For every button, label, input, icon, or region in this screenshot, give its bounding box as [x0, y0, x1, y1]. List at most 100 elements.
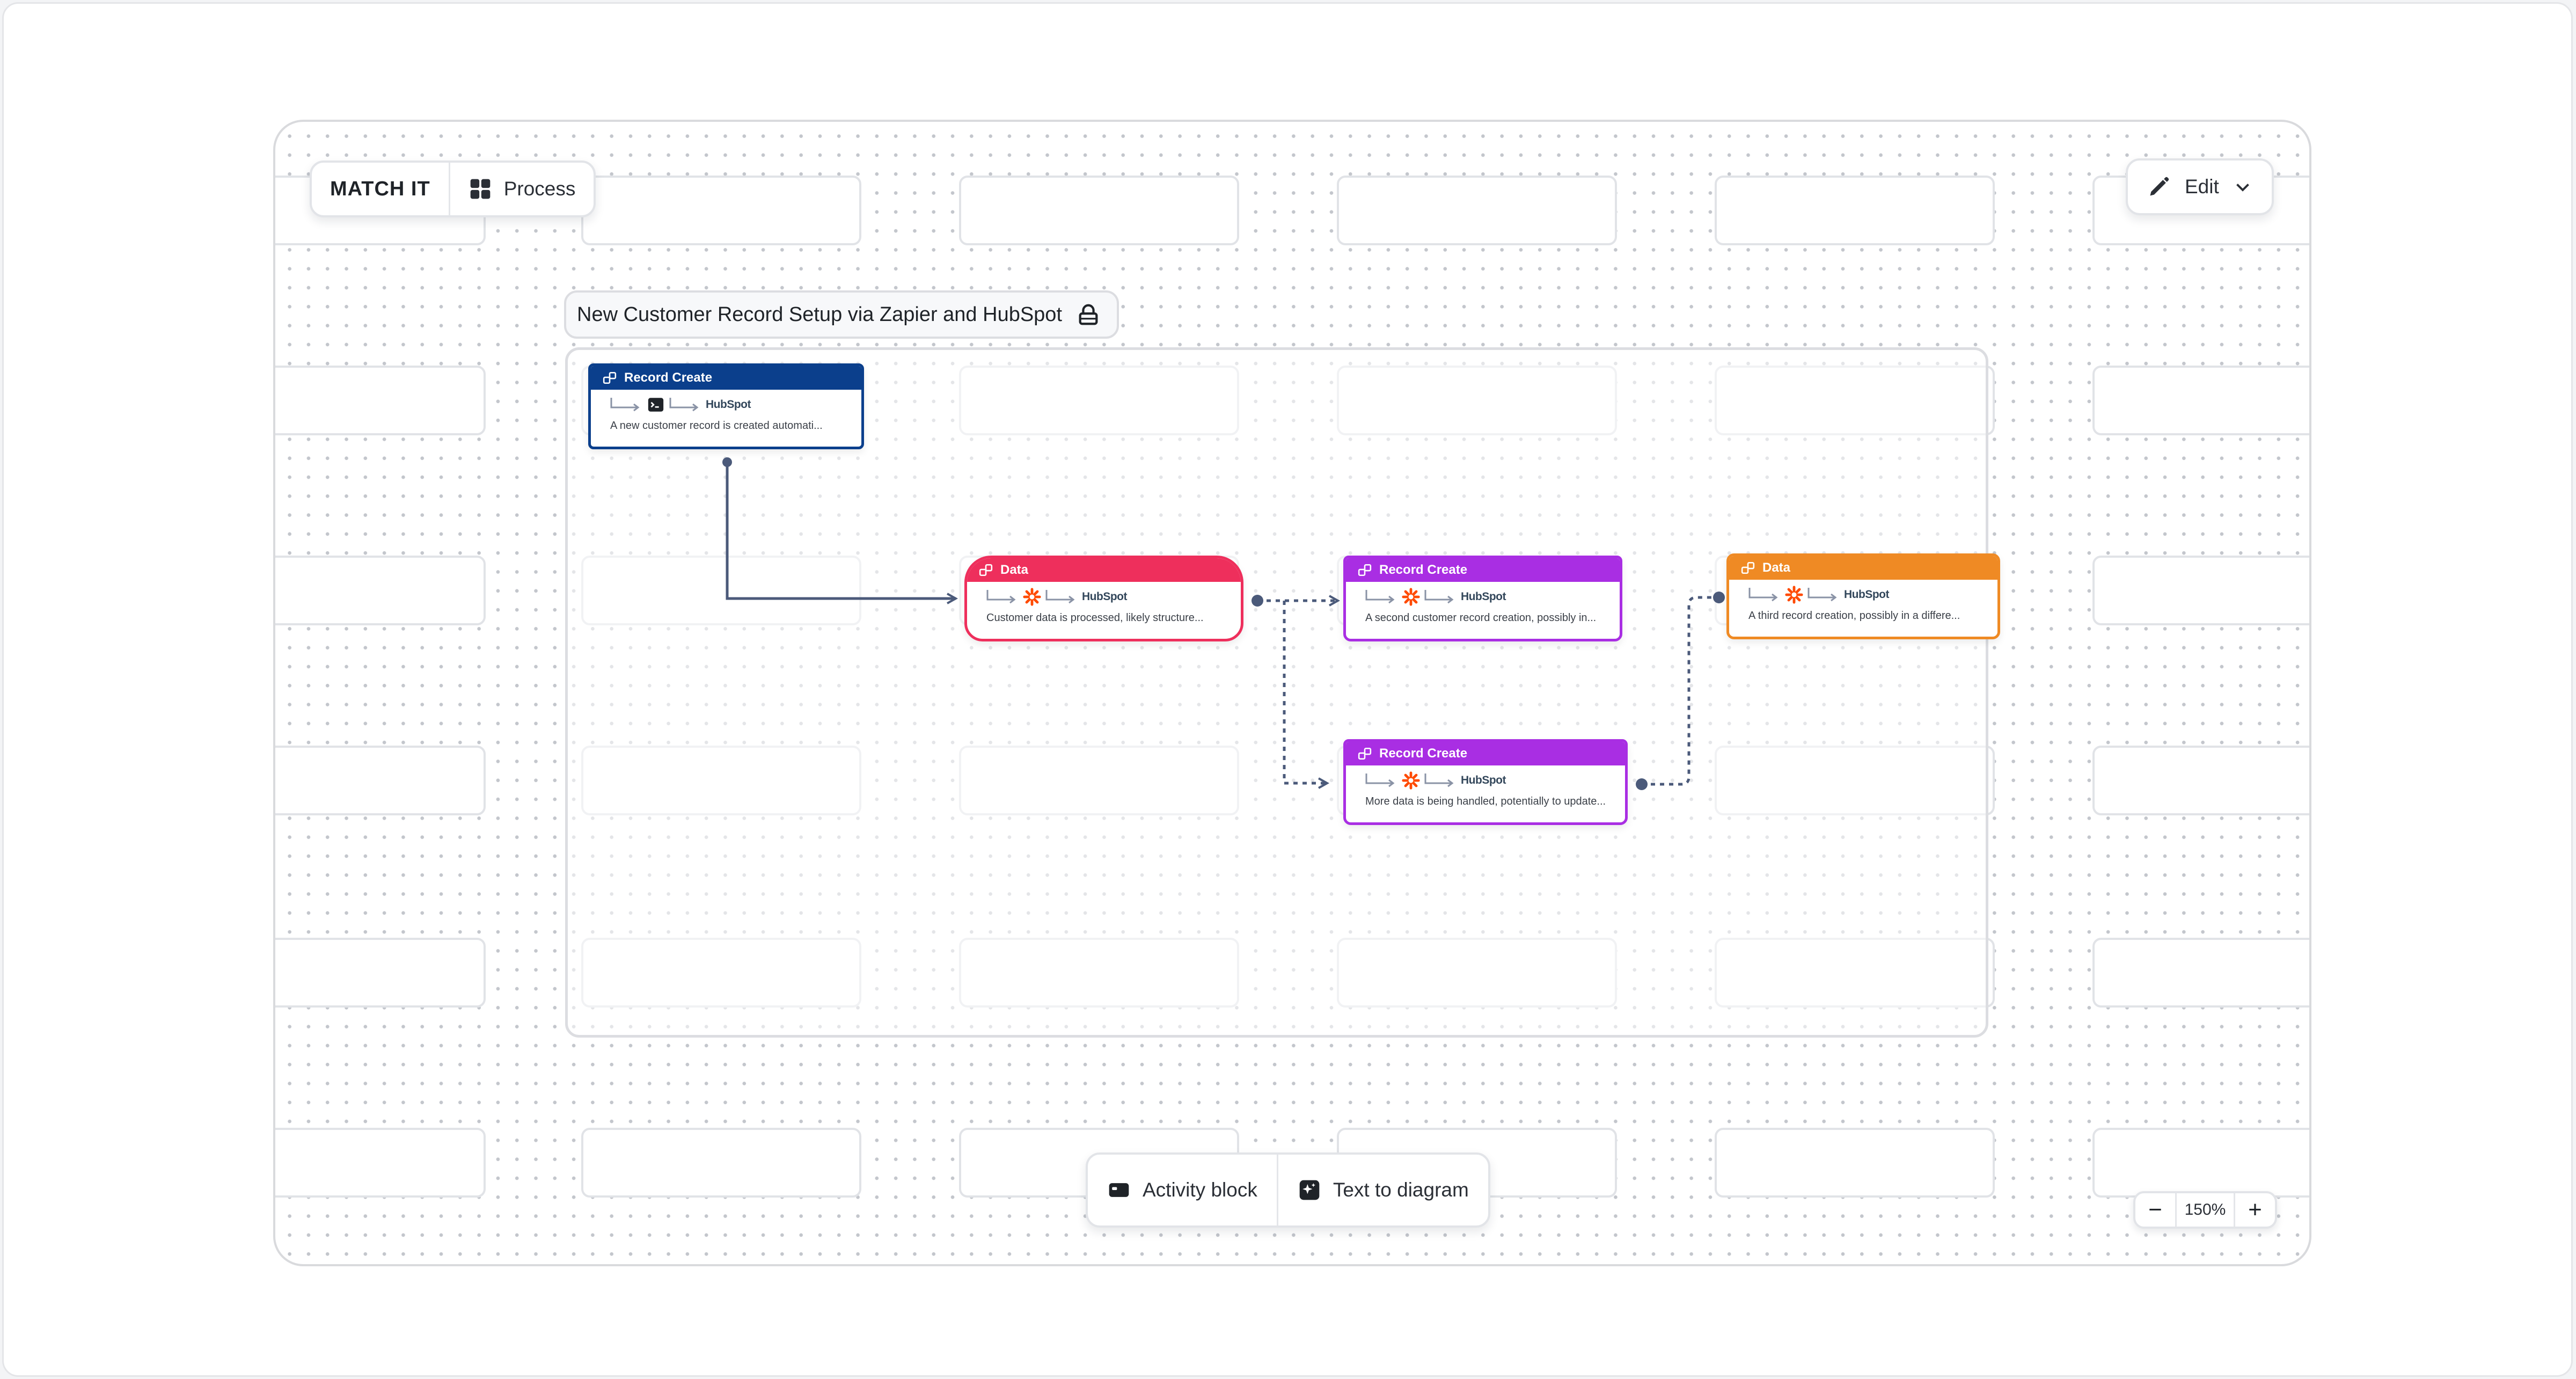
node-description: A third record creation, possibly in a d…: [1748, 610, 1960, 622]
node-description: Customer data is processed, likely struc…: [986, 612, 1204, 624]
zoom-level: 150%: [2175, 1193, 2235, 1227]
hubspot-logo: HubSpot: [1461, 590, 1506, 603]
terminal-icon: [648, 398, 664, 412]
brand-button[interactable]: MATCH IT: [312, 163, 449, 215]
edge-n1-n2: [726, 462, 956, 599]
group-title-text: New Customer Record Setup via Zapier and…: [577, 303, 1063, 326]
flow-arrow-icon: [1424, 590, 1454, 604]
link-icon: [1358, 747, 1372, 760]
chevron-down-icon: [2236, 184, 2249, 192]
text-to-diagram-button[interactable]: Text to diagram: [1278, 1155, 1488, 1225]
node-header: Record Create: [1346, 742, 1625, 765]
placeholder-slot[interactable]: [1337, 176, 1617, 245]
flow-arrow-icon: [1424, 774, 1454, 787]
link-icon: [1358, 564, 1372, 577]
node-description: A second customer record creation, possi…: [1365, 612, 1597, 624]
link-icon: [603, 371, 617, 384]
bottom-toolbar: Activity block Text to diagram: [1086, 1152, 1490, 1228]
zapier-icon: [1785, 586, 1803, 604]
flow-arrow-icon: [1748, 588, 1778, 602]
zoom-out-button[interactable]: −: [2148, 1196, 2162, 1223]
connectors-layer: [722, 457, 1725, 790]
grid-icon: [470, 179, 491, 199]
node-description: More data is being handled, potentially …: [1365, 796, 1606, 807]
node-integration-row: HubSpot: [967, 585, 1241, 609]
flow-arrow-icon: [1807, 588, 1837, 602]
activity-block-icon: [1109, 1183, 1129, 1197]
lock-icon[interactable]: [1076, 302, 1101, 327]
node-title: Record Create: [1379, 746, 1468, 761]
placeholder-slot[interactable]: [275, 938, 486, 1008]
edge-n4-n5: [1642, 596, 1719, 786]
link-icon: [1741, 561, 1755, 574]
top-left-toolbar: MATCH IT Process: [310, 160, 596, 217]
sparkle-icon: [1299, 1180, 1320, 1200]
flow-arrow-icon: [610, 398, 640, 412]
node-integration-row: HubSpot: [1346, 769, 1625, 792]
flow-arrow-icon: [1365, 774, 1395, 787]
activity-block-button[interactable]: Activity block: [1088, 1155, 1277, 1225]
placeholder-slot[interactable]: [1715, 1128, 1995, 1198]
zoom-in-button[interactable]: +: [2248, 1196, 2262, 1223]
flow-arrow-icon: [1365, 590, 1395, 604]
edge-n4-start: [1636, 778, 1648, 790]
diagram-canvas[interactable]: New Customer Record Setup via Zapier and…: [273, 120, 2311, 1266]
brand-label: MATCH IT: [330, 177, 430, 200]
edge-n2-n4: [1283, 601, 1327, 783]
edge-n1-n2-start: [722, 457, 732, 467]
placeholder-slot[interactable]: [581, 176, 861, 245]
edit-label: Edit: [2185, 176, 2219, 198]
placeholder-slot[interactable]: [1715, 176, 1995, 245]
flow-arrow-icon: [1045, 590, 1075, 604]
hubspot-logo: HubSpot: [706, 398, 751, 411]
pencil-icon: [2150, 177, 2169, 196]
node-header: Data: [1729, 556, 1997, 580]
node-title: Record Create: [624, 370, 713, 385]
placeholder-slot[interactable]: [2092, 366, 2309, 435]
node-title: Data: [1000, 563, 1029, 577]
node-header: Data: [967, 558, 1241, 582]
edge-n2-start: [1252, 595, 1263, 607]
node-integration-row: HubSpot: [1729, 583, 1997, 607]
node-integration-row: HubSpot: [591, 393, 861, 417]
node-description: A new customer record is created automat…: [610, 420, 823, 432]
placeholder-slot[interactable]: [275, 366, 486, 435]
hubspot-logo: HubSpot: [1082, 590, 1127, 603]
group-title[interactable]: New Customer Record Setup via Zapier and…: [564, 290, 1119, 339]
flow-arrow-icon: [669, 398, 699, 412]
node-header: Record Create: [591, 366, 861, 390]
link-icon: [979, 564, 993, 577]
node-title: Data: [1762, 560, 1791, 575]
placeholder-slot[interactable]: [581, 1128, 861, 1198]
text-to-diagram-label: Text to diagram: [1333, 1179, 1469, 1201]
placeholder-slot[interactable]: [275, 1128, 486, 1198]
zoom-control: − 150% +: [2133, 1191, 2277, 1229]
placeholder-slot[interactable]: [2092, 938, 2309, 1008]
node-title: Record Create: [1379, 563, 1468, 577]
edge-n5-end: [1713, 592, 1725, 603]
zapier-icon: [1402, 771, 1420, 790]
flow-arrow-icon: [986, 590, 1016, 604]
placeholder-slot[interactable]: [959, 176, 1239, 245]
mode-label: Process: [503, 178, 576, 200]
hubspot-logo: HubSpot: [1844, 588, 1889, 601]
process-group[interactable]: [565, 347, 1988, 1038]
placeholder-slot[interactable]: [275, 556, 486, 625]
hubspot-logo: HubSpot: [1461, 774, 1506, 786]
node-integration-row: HubSpot: [1346, 585, 1620, 609]
placeholder-slot[interactable]: [2092, 556, 2309, 625]
zapier-icon: [1402, 588, 1420, 606]
placeholder-slot[interactable]: [2092, 746, 2309, 815]
node-header: Record Create: [1346, 558, 1620, 582]
edit-dropdown[interactable]: Edit: [2126, 158, 2274, 215]
zapier-icon: [1023, 588, 1041, 606]
mode-button[interactable]: Process: [450, 163, 594, 215]
placeholder-slot[interactable]: [275, 746, 486, 815]
activity-block-label: Activity block: [1143, 1179, 1257, 1201]
